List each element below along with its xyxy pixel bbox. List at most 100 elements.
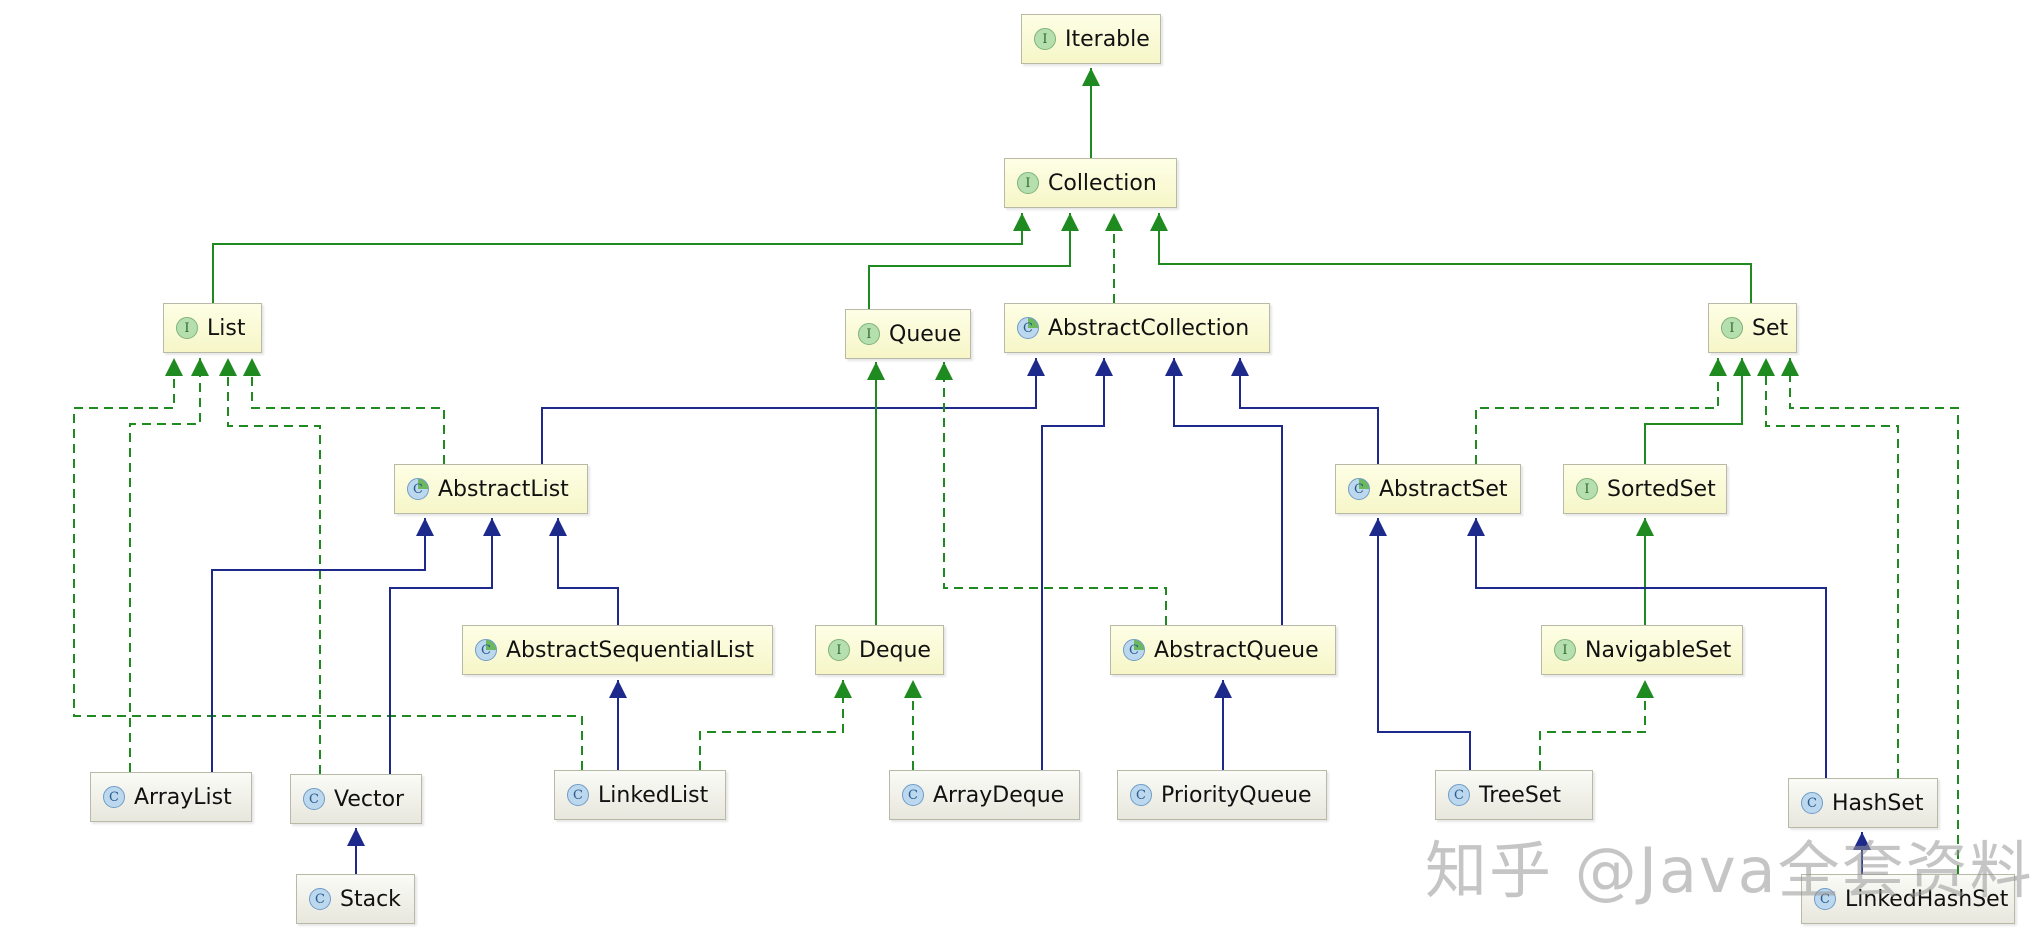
abstract-class-icon: C — [1348, 478, 1370, 500]
edge-abstractset-to-abstractcollection — [1231, 358, 1379, 464]
edge-line — [557, 518, 619, 625]
arrowhead-icon — [1636, 518, 1654, 536]
node-set[interactable]: I Set — [1708, 303, 1797, 353]
abstract-class-icon: C — [475, 639, 497, 661]
node-label: Deque — [859, 637, 931, 663]
node-linkedlist[interactable]: C LinkedList — [554, 770, 726, 820]
node-abstractset[interactable]: C AbstractSet — [1335, 464, 1521, 514]
edge-collection-to-iterable — [1082, 68, 1100, 158]
edge-line — [1475, 518, 1827, 778]
edge-line — [1173, 358, 1283, 625]
node-collection[interactable]: I Collection — [1004, 158, 1177, 208]
edge-priorityqueue-to-abstractqueue — [1214, 680, 1232, 770]
edge-line — [1539, 680, 1646, 770]
node-iterable[interactable]: I Iterable — [1021, 14, 1161, 64]
node-label: AbstractCollection — [1048, 315, 1250, 341]
arrowhead-icon — [1709, 358, 1727, 376]
interface-icon: I — [176, 317, 198, 339]
edge-abstractlist-to-list — [243, 358, 445, 464]
edge-line — [943, 362, 1167, 625]
interface-icon: I — [858, 323, 880, 345]
node-navigableset[interactable]: I NavigableSet — [1541, 625, 1743, 675]
arrowhead-icon — [1757, 358, 1775, 376]
edge-abstractsequentiallist-to-abstractlist — [549, 518, 619, 625]
arrowhead-icon — [1105, 213, 1123, 231]
interface-icon: I — [1034, 28, 1056, 50]
node-label: AbstractSequentialList — [506, 637, 755, 663]
arrowhead-icon — [1214, 680, 1232, 698]
edge-line — [1789, 358, 1959, 874]
node-abstractcollection[interactable]: C AbstractCollection — [1004, 303, 1270, 353]
abstract-class-icon: C — [1123, 639, 1145, 661]
class-icon: C — [1448, 784, 1470, 806]
arrowhead-icon — [904, 680, 922, 698]
arrowhead-icon — [219, 358, 237, 376]
node-arraydeque[interactable]: C ArrayDeque — [889, 770, 1080, 820]
node-label: SortedSet — [1607, 476, 1716, 502]
node-label: HashSet — [1832, 790, 1924, 816]
node-abstractqueue[interactable]: C AbstractQueue — [1110, 625, 1336, 675]
arrowhead-icon — [1095, 358, 1113, 376]
edge-vector-to-list — [219, 358, 321, 774]
edge-linkedhashset-to-set — [1781, 358, 1959, 874]
node-label: Vector — [334, 786, 405, 812]
edge-list-to-collection — [212, 213, 1031, 303]
arrowhead-icon — [549, 518, 567, 536]
edge-arraydeque-to-deque — [904, 680, 922, 770]
class-icon: C — [567, 784, 589, 806]
node-label: AbstractSet — [1379, 476, 1508, 502]
node-linkedhashset[interactable]: C LinkedHashSet — [1801, 874, 2015, 924]
edge-abstractlist-to-abstractcollection — [541, 358, 1045, 464]
node-vector[interactable]: C Vector — [290, 774, 422, 824]
edge-treeset-to-abstractset — [1369, 518, 1471, 770]
edge-line — [73, 358, 583, 770]
arrowhead-icon — [1781, 358, 1799, 376]
node-label: ArrayDeque — [933, 782, 1065, 808]
node-sortedset[interactable]: I SortedSet — [1563, 464, 1727, 514]
node-stack[interactable]: C Stack — [296, 874, 415, 924]
edge-line — [1644, 358, 1743, 464]
node-abstractsequentiallist[interactable]: C AbstractSequentialList — [462, 625, 773, 675]
edge-vector-to-abstractlist — [389, 518, 501, 774]
class-icon: C — [309, 888, 331, 910]
arrowhead-icon — [1061, 213, 1079, 231]
edge-line — [1239, 358, 1379, 464]
node-label: Collection — [1048, 170, 1157, 196]
node-abstractlist[interactable]: C AbstractList — [394, 464, 588, 514]
arrowhead-icon — [1013, 213, 1031, 231]
node-deque[interactable]: I Deque — [815, 625, 944, 675]
arrowhead-icon — [609, 680, 627, 698]
node-queue[interactable]: I Queue — [845, 309, 971, 359]
edge-set-to-collection — [1150, 213, 1752, 303]
node-list[interactable]: I List — [163, 303, 262, 353]
class-icon: C — [1801, 792, 1823, 814]
arrowhead-icon — [1082, 68, 1100, 86]
edge-abstractcollection-to-collection — [1105, 213, 1123, 303]
edge-abstractset-to-set — [1475, 358, 1727, 464]
arrowhead-icon — [347, 828, 365, 846]
edge-deque-to-queue — [867, 362, 885, 625]
class-icon: C — [1814, 888, 1836, 910]
edge-line — [251, 358, 445, 464]
edge-line — [541, 358, 1037, 464]
arrowhead-icon — [834, 680, 852, 698]
arrowhead-icon — [1467, 518, 1485, 536]
node-priorityqueue[interactable]: C PriorityQueue — [1117, 770, 1327, 820]
edge-line — [868, 213, 1071, 309]
node-label: Stack — [340, 886, 401, 912]
edge-queue-to-collection — [868, 213, 1079, 309]
edge-sortedset-to-set — [1644, 358, 1751, 464]
edge-line — [1041, 358, 1105, 770]
edge-linkedlist-to-list — [73, 358, 583, 770]
node-treeset[interactable]: C TreeSet — [1435, 770, 1593, 820]
node-arraylist[interactable]: C ArrayList — [90, 772, 252, 822]
node-hashset[interactable]: C HashSet — [1788, 778, 1938, 828]
arrowhead-icon — [935, 362, 953, 380]
edge-arraydeque-to-abstractcollection — [1041, 358, 1113, 770]
edge-hashset-to-abstractset — [1467, 518, 1827, 778]
interface-icon: I — [1576, 478, 1598, 500]
edge-line — [1475, 358, 1719, 464]
edge-arraylist-to-list — [129, 358, 209, 772]
edge-hashset-to-set — [1757, 358, 1899, 778]
